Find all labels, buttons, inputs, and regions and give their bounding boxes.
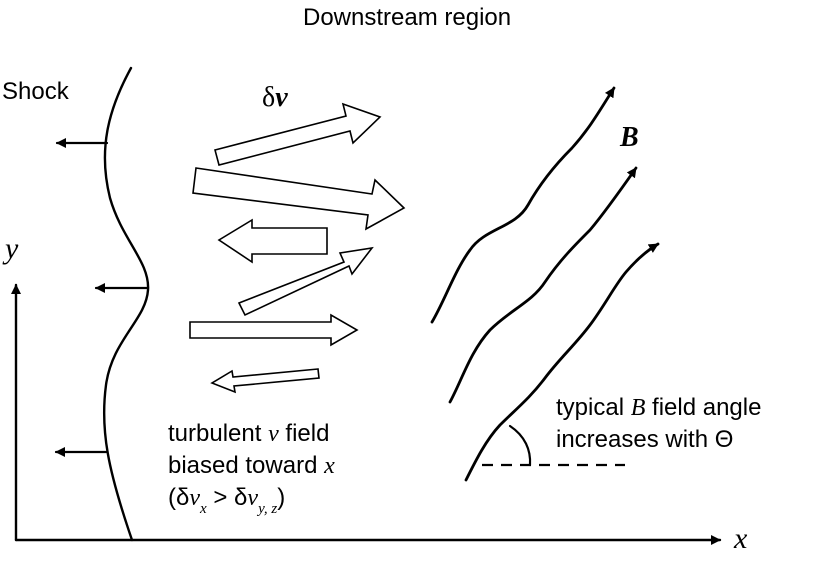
turbulence-note: turbulent v field biased toward x (δvx >… bbox=[168, 418, 335, 517]
angle-note: typical B field angle increases with Θ bbox=[556, 392, 761, 456]
magnetic-field-label: B bbox=[620, 122, 639, 153]
shock-front bbox=[102, 66, 150, 542]
angle-note-line2: increases with Θ bbox=[556, 426, 734, 453]
velocity-fluctuation-arrows bbox=[189, 102, 406, 394]
magnetic-field-line bbox=[448, 166, 638, 404]
diagram-title: Downstream region bbox=[303, 4, 512, 31]
x-axis-label: x bbox=[734, 522, 748, 555]
turbulence-note-line1: turbulent v field bbox=[168, 420, 330, 447]
velocity-arrow bbox=[192, 167, 406, 231]
velocity-arrow bbox=[210, 368, 320, 394]
field-angle-indicator bbox=[482, 424, 625, 467]
turbulence-note-line3: (δvx > δvy, z) bbox=[168, 484, 286, 517]
velocity-arrow bbox=[189, 313, 359, 347]
velocity-arrow bbox=[214, 102, 382, 166]
velocity-arrow bbox=[217, 218, 328, 264]
delta-symbol: δ bbox=[262, 82, 276, 113]
magnetic-field-lines bbox=[430, 86, 660, 482]
magnetic-field-line bbox=[464, 242, 660, 482]
velocity-symbol: v bbox=[275, 82, 288, 113]
shock-label: Shock bbox=[2, 78, 69, 105]
velocity-fluctuation-label: δv bbox=[262, 82, 288, 114]
angle-arc bbox=[508, 424, 532, 467]
velocity-arrow bbox=[237, 246, 374, 317]
turbulence-note-line2: biased toward x bbox=[168, 452, 335, 479]
magnetic-field-line bbox=[430, 86, 616, 324]
angle-note-line1: typical B field angle bbox=[556, 394, 762, 421]
coordinate-axes bbox=[11, 283, 722, 545]
y-axis-label: y bbox=[5, 232, 19, 265]
shock-motion-arrows bbox=[54, 138, 150, 457]
